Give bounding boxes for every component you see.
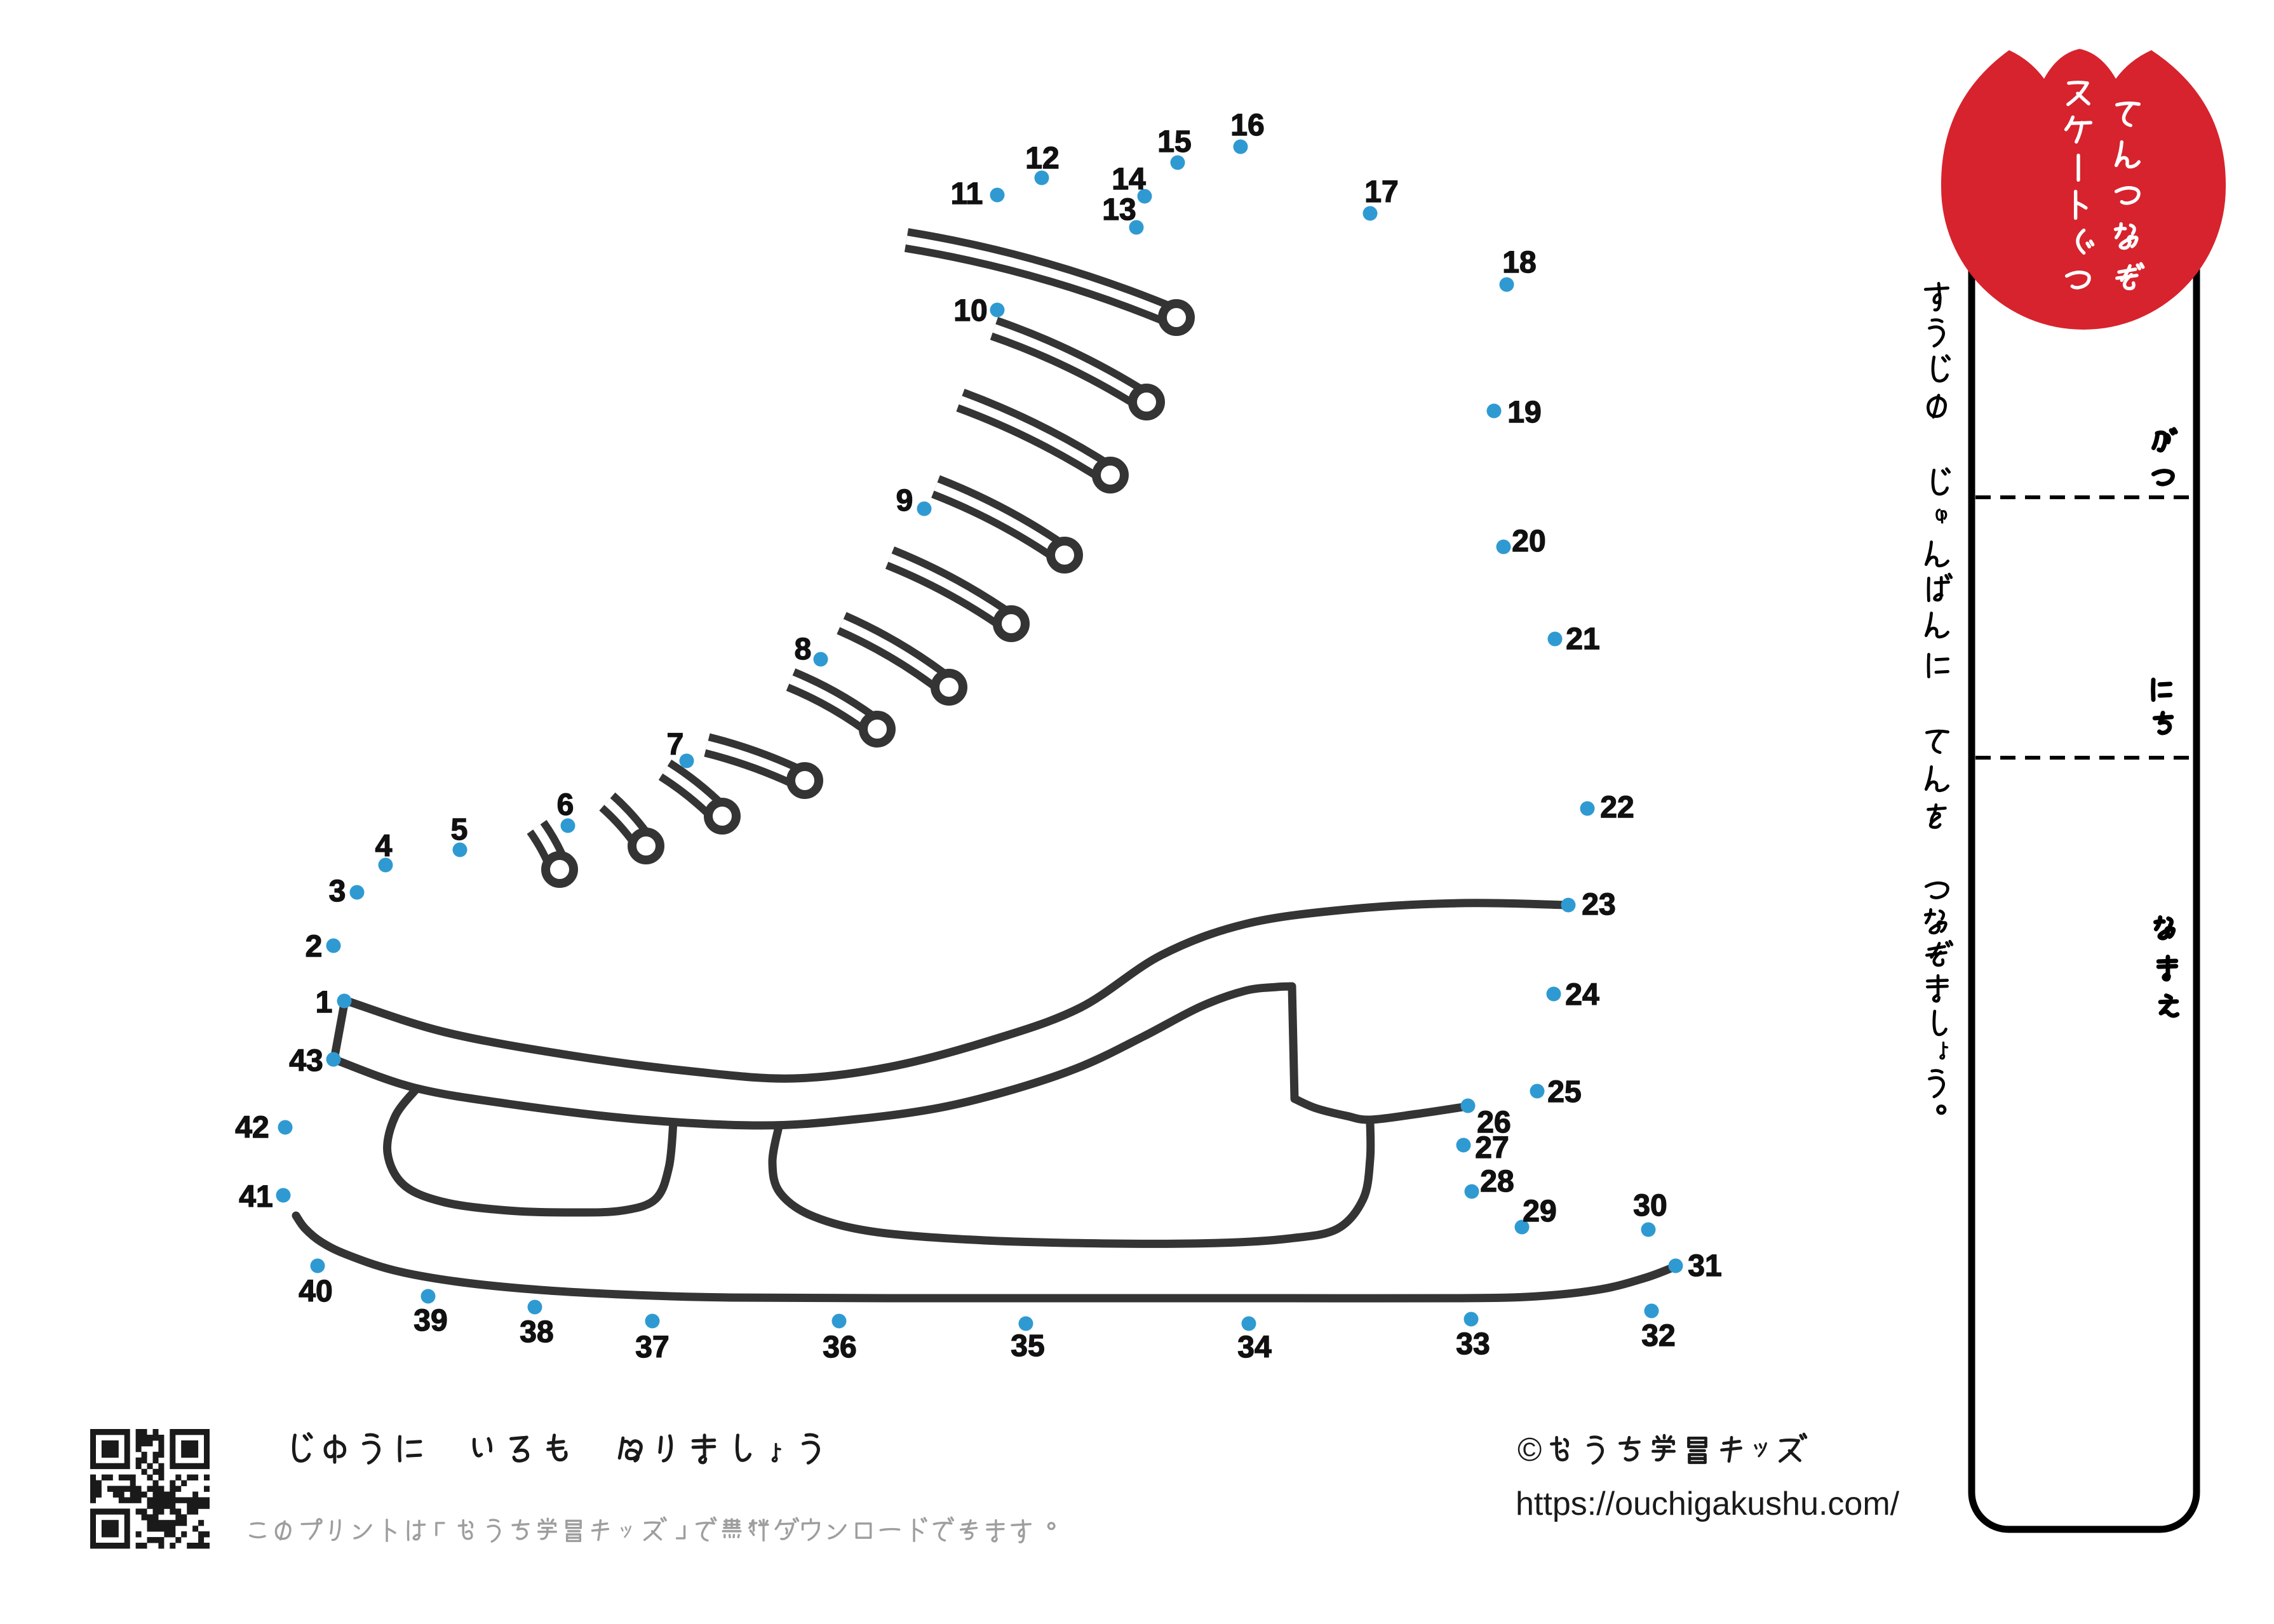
svg-text:19: 19 <box>1507 396 1541 429</box>
svg-text:26: 26 <box>1477 1106 1510 1139</box>
svg-text:39: 39 <box>414 1304 447 1338</box>
svg-text:https://ouchigakushu.com/: https://ouchigakushu.com/ <box>1516 1486 1900 1522</box>
svg-text:25: 25 <box>1547 1075 1581 1109</box>
svg-text:6: 6 <box>557 788 574 822</box>
svg-text:36: 36 <box>823 1331 856 1364</box>
svg-text:16: 16 <box>1230 109 1264 142</box>
svg-text:14: 14 <box>1112 163 1146 196</box>
svg-text:43: 43 <box>289 1044 323 1078</box>
svg-text:5: 5 <box>451 813 468 847</box>
svg-text:9: 9 <box>896 484 913 518</box>
svg-text:32: 32 <box>1641 1319 1675 1353</box>
svg-text:3: 3 <box>329 875 346 908</box>
svg-text:42: 42 <box>235 1111 269 1144</box>
svg-text:31: 31 <box>1688 1249 1721 1283</box>
svg-text:23: 23 <box>1582 888 1615 922</box>
svg-text:21: 21 <box>1566 622 1599 656</box>
svg-text:7: 7 <box>667 728 684 762</box>
svg-text:22: 22 <box>1600 791 1634 824</box>
svg-text:35: 35 <box>1011 1329 1044 1363</box>
svg-text:©: © <box>1517 1432 1542 1468</box>
svg-text:10: 10 <box>953 294 987 328</box>
svg-text:29: 29 <box>1523 1195 1556 1228</box>
svg-text:15: 15 <box>1157 125 1191 159</box>
svg-text:37: 37 <box>635 1331 669 1364</box>
svg-text:20: 20 <box>1512 525 1545 558</box>
svg-text:11: 11 <box>951 177 983 211</box>
svg-text:38: 38 <box>520 1315 553 1349</box>
svg-text:12: 12 <box>1025 142 1059 175</box>
svg-text:24: 24 <box>1565 978 1599 1012</box>
svg-text:41: 41 <box>239 1180 272 1214</box>
svg-text:18: 18 <box>1502 246 1536 279</box>
svg-text:27: 27 <box>1475 1131 1509 1165</box>
svg-text:2: 2 <box>306 930 323 963</box>
svg-text:8: 8 <box>795 633 812 666</box>
svg-text:17: 17 <box>1364 175 1398 209</box>
svg-text:1: 1 <box>316 986 333 1019</box>
svg-text:33: 33 <box>1456 1327 1490 1361</box>
svg-text:13: 13 <box>1102 193 1136 227</box>
svg-text:4: 4 <box>375 829 393 863</box>
svg-text:34: 34 <box>1237 1331 1272 1364</box>
svg-text:30: 30 <box>1633 1189 1667 1223</box>
svg-text:28: 28 <box>1480 1165 1514 1198</box>
svg-text:40: 40 <box>299 1275 332 1308</box>
